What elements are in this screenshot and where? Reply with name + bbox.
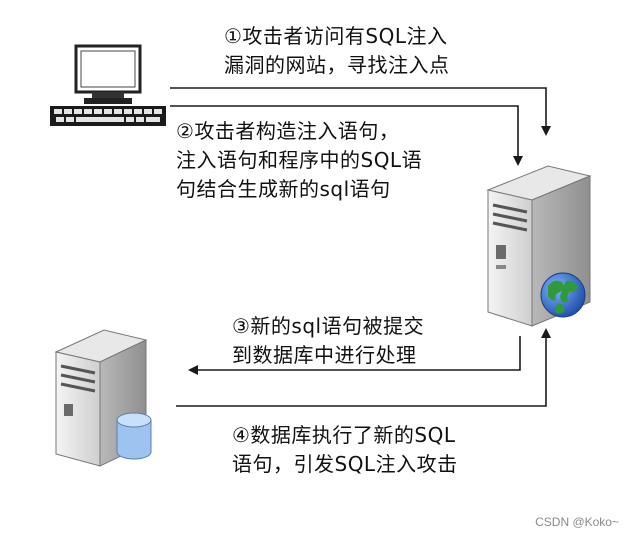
step-1-line-1: ①攻击者访问有SQL注入 <box>224 24 448 48</box>
step-2-line-1: ②攻击者构造注入语句， <box>176 119 400 143</box>
database-server-icon <box>54 329 148 467</box>
watermark: CSDN @Koko~ <box>535 515 619 529</box>
step-3-line-2: 到数据库中进行处理 <box>232 343 417 367</box>
step-3-line-1: ③新的sql语句被提交 <box>232 314 425 338</box>
arrow-step-1 <box>170 87 551 136</box>
step-4-line-2: 语句，引发SQL注入攻击 <box>232 452 458 476</box>
step-2-line-2: 注入语句和程序中的SQL语 <box>176 148 423 172</box>
arrow-step-2 <box>170 105 523 166</box>
step-2-line-3: 句结合生成新的sql语句 <box>176 177 391 201</box>
step-1-line-2: 漏洞的网站，寻找注入点 <box>224 53 450 77</box>
arrow-step-3 <box>188 336 521 375</box>
attacker-computer-icon <box>50 44 166 126</box>
globe-icon <box>540 272 586 318</box>
database-cylinder-icon <box>116 412 152 460</box>
step-4-line-1: ④数据库执行了新的SQL <box>232 423 456 447</box>
arrow-step-4 <box>176 328 551 407</box>
